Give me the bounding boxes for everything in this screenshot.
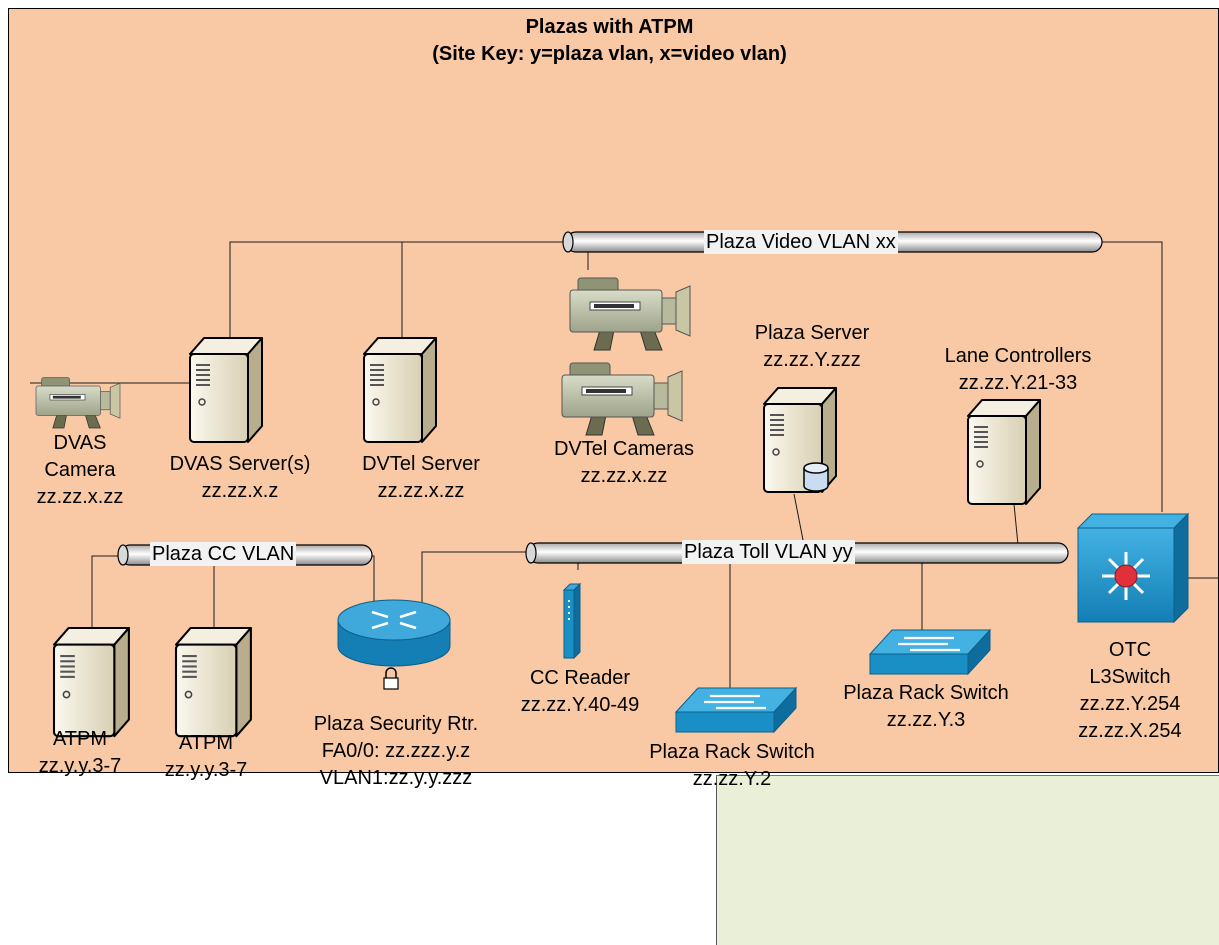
- rack-switch-3-label: Plaza Rack Switch zz.zz.Y.3: [843, 682, 1009, 731]
- security-router-label: Plaza Security Rtr. FA0/0: zz.zzz.y.z VL…: [313, 713, 479, 789]
- server-icon: [189, 337, 263, 443]
- toll-vlan-label: Plaza Toll VLAN yy: [682, 540, 855, 564]
- dvtel-cameras-label: DVTel Cameras zz.zz.x.zz: [553, 438, 695, 487]
- switch-icon: [868, 628, 992, 676]
- secondary-panel: [716, 775, 1219, 945]
- database-icon: [803, 462, 829, 492]
- dvtel-server-label: DVTel Server zz.zz.x.zz: [362, 453, 480, 502]
- lock-icon: [383, 667, 399, 690]
- cc-vlan-label: Plaza CC VLAN: [150, 542, 297, 566]
- switch-icon: [674, 686, 798, 734]
- connection-lines: [30, 241, 1219, 688]
- video-camera-icon: [561, 362, 683, 436]
- l3-switch-icon: [1076, 512, 1190, 624]
- video-camera-icon: [35, 377, 121, 429]
- video-vlan-label: Plaza Video VLAN xx: [704, 230, 898, 254]
- server-icon: [52, 626, 130, 738]
- server-icon: [363, 337, 437, 443]
- atpm-2-label: ATPM zz.y.y.3-7: [164, 732, 248, 781]
- diagram-title: Plazas with ATPM (Site Key: y=plaza vlan…: [0, 14, 1219, 68]
- title-line-1: Plazas with ATPM: [525, 16, 694, 38]
- lane-controllers-label: Lane Controllers zz.zz.Y.21-33: [944, 345, 1092, 394]
- router-icon: [337, 599, 451, 667]
- server-icon: [967, 399, 1041, 505]
- otc-switch-label: OTC L3Switch zz.zz.Y.254 zz.zz.X.254: [1078, 639, 1182, 742]
- rack-switch-2-label: Plaza Rack Switch zz.zz.Y.2: [649, 741, 815, 790]
- plaza-server-label: Plaza Server zz.zz.Y.zzz: [754, 322, 870, 371]
- cc-reader-label: CC Reader zz.zz.Y.40-49: [520, 667, 640, 716]
- title-line-2: (Site Key: y=plaza vlan, x=video vlan): [432, 43, 787, 65]
- dvas-camera-label: DVAS Camera zz.zz.x.zz: [36, 432, 124, 508]
- atpm-1-label: ATPM zz.y.y.3-7: [38, 728, 122, 777]
- server-icon: [174, 626, 252, 738]
- card-reader-icon: [562, 582, 582, 660]
- dvas-server-label: DVAS Server(s) zz.zz.x.z: [169, 453, 311, 502]
- video-camera-icon: [569, 277, 691, 351]
